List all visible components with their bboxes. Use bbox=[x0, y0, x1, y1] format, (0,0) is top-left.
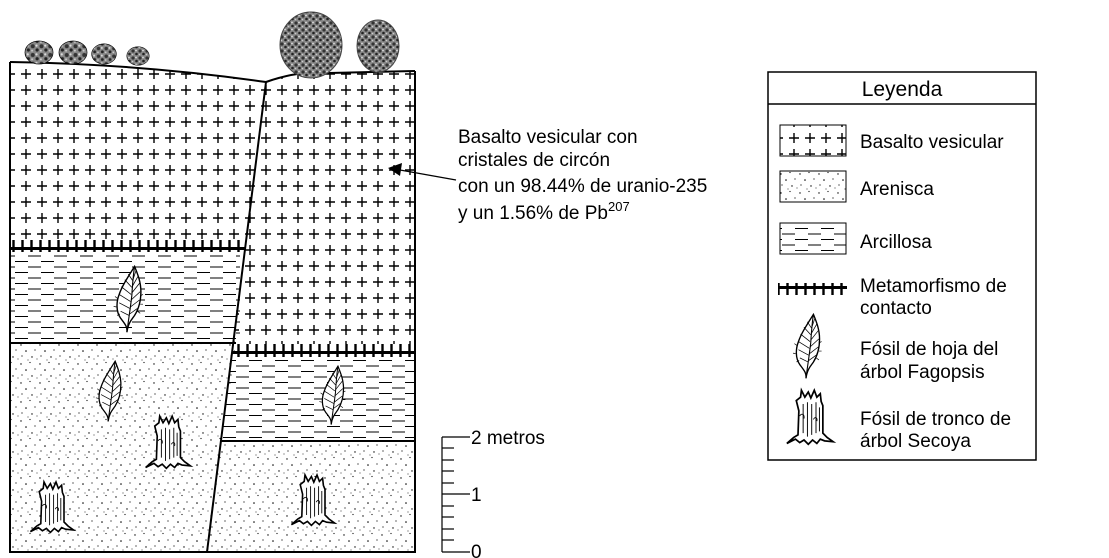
annotation-line-1: Basalto vesicular con bbox=[458, 127, 638, 148]
left-sandstone-layer bbox=[10, 343, 236, 552]
legend-item-stump: Fósil de tronco de árbol Secoya bbox=[785, 389, 1011, 452]
legend-label-stump-2: árbol Secoya bbox=[860, 431, 971, 452]
legend-label-sandstone: Arenisca bbox=[860, 179, 934, 200]
legend-item-leaf: Fósil de hoja del árbol Fagopsis bbox=[791, 313, 998, 383]
clay-pattern-icon bbox=[779, 222, 847, 255]
legend-label-leaf-2: árbol Fagopsis bbox=[860, 362, 985, 383]
legend-item-sandstone: Arenisca bbox=[779, 170, 934, 203]
annotation-line-2: cristales de circón bbox=[458, 150, 610, 171]
annotation-line-4: y un 1.56% de Pb207 bbox=[458, 199, 630, 224]
basalt-pattern-icon bbox=[779, 124, 847, 157]
scale-label-2m: 2 metros bbox=[471, 428, 545, 449]
shrubs bbox=[24, 11, 400, 79]
legend-label-metamorphism-2: contacto bbox=[860, 298, 932, 319]
legend-label-basalt: Basalto vesicular bbox=[860, 132, 1004, 153]
legend-item-metamorphism: Metamorfismo de contacto bbox=[778, 276, 1007, 319]
legend-label-clay: Arcillosa bbox=[860, 232, 932, 253]
scale-label-0: 0 bbox=[471, 542, 482, 558]
annotation-arrow bbox=[399, 169, 457, 181]
legend-title: Leyenda bbox=[862, 78, 943, 101]
right-metamorphism-band bbox=[231, 344, 415, 357]
legend-label-leaf-1: Fósil de hoja del bbox=[860, 339, 998, 360]
scale-label-1: 1 bbox=[471, 485, 482, 506]
arrow-head-icon bbox=[388, 163, 402, 176]
right-basalt-layer bbox=[233, 71, 415, 344]
legend-item-basalt: Basalto vesicular bbox=[779, 124, 1004, 157]
sandstone-pattern-icon bbox=[779, 170, 847, 203]
fault-line bbox=[206, 81, 267, 553]
annotation-line-3: con un 98.44% de uranio-235 bbox=[458, 176, 707, 197]
legend-label-metamorphism-1: Metamorfismo de bbox=[860, 276, 1007, 297]
legend-item-clay: Arcillosa bbox=[779, 222, 932, 255]
legend: Leyenda Basalto vesicular Arenisca Arcil… bbox=[767, 71, 1037, 461]
contact-metamorphism-icon bbox=[778, 283, 847, 295]
legend-label-stump-1: Fósil de tronco de bbox=[860, 409, 1011, 430]
left-basalt-layer bbox=[10, 62, 266, 240]
left-metamorphism-band bbox=[10, 240, 246, 252]
cross-section bbox=[9, 11, 416, 553]
right-clay-layer bbox=[221, 356, 415, 441]
zircon-annotation: Basalto vesicular con cristales de circó… bbox=[388, 127, 707, 224]
scale-bar: 2 metros 1 0 bbox=[441, 428, 545, 558]
